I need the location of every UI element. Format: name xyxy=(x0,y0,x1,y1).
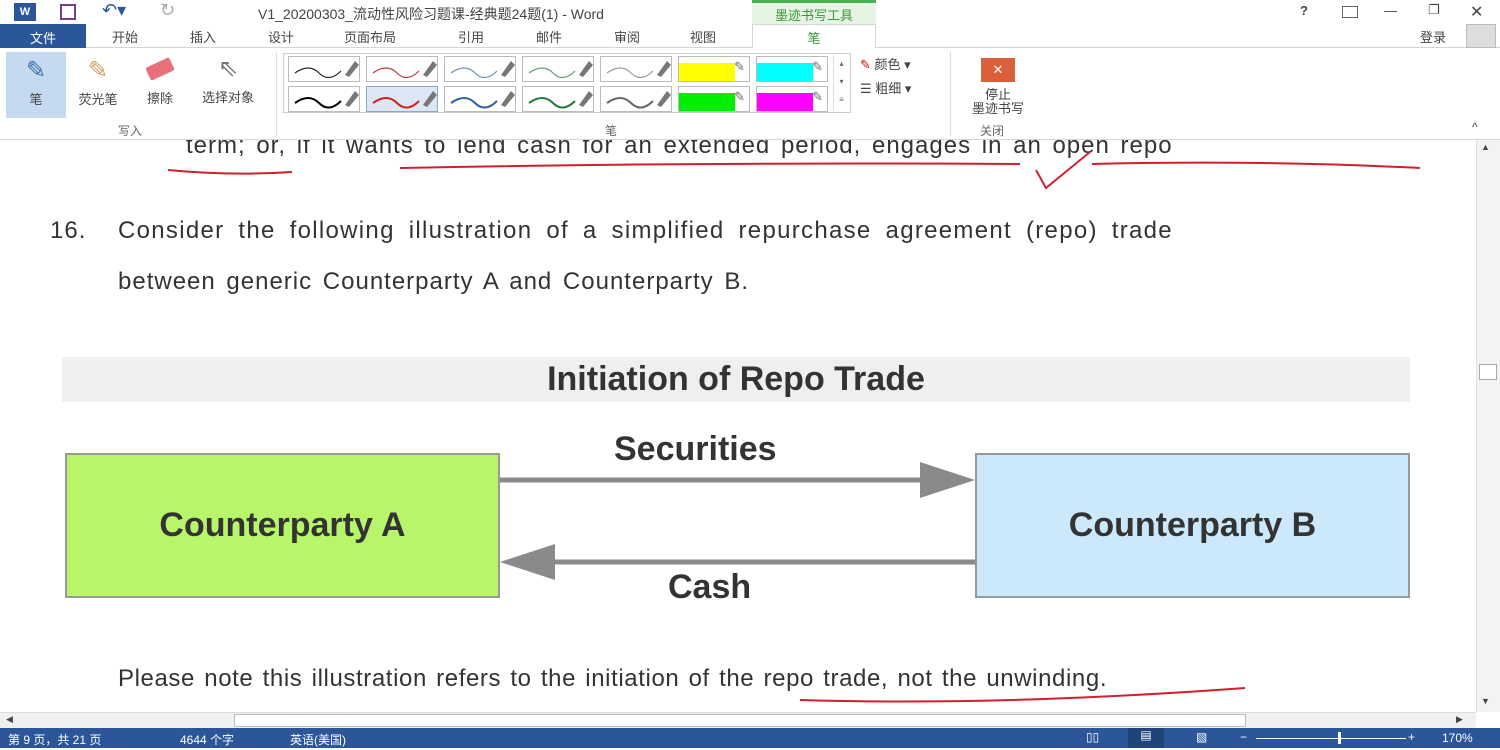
web-layout-icon[interactable]: ▧ xyxy=(1196,730,1208,744)
question-line-2: between generic Counterparty A and Count… xyxy=(118,268,750,295)
question-line-1: Consider the following illustration of a… xyxy=(118,217,1173,244)
stop-inking-button[interactable]: ✕ 停止 墨迹书写 xyxy=(958,56,1038,116)
close-x-icon: ✕ xyxy=(981,58,1015,82)
pen-preset[interactable] xyxy=(444,86,516,112)
highlighter-preset[interactable]: ✎ xyxy=(756,86,828,112)
page-count[interactable]: 第 9 页，共 21 页 xyxy=(8,733,102,747)
scroll-thumb[interactable] xyxy=(1479,364,1497,380)
highlighter-preset[interactable]: ✎ xyxy=(678,86,750,112)
counterparty-b-box: Counterparty B xyxy=(975,453,1410,598)
divider xyxy=(276,52,277,136)
scroll-left-arrow[interactable]: ◀ xyxy=(6,714,13,724)
minimize-button[interactable]: — xyxy=(1384,3,1397,18)
tab-insert[interactable]: 插入 xyxy=(190,30,217,45)
print-layout-icon[interactable]: ▤ xyxy=(1128,728,1164,748)
pen-color-dropdown[interactable]: ✎ 颜色 ▾ xyxy=(860,57,911,72)
diagram-title: Initiation of Repo Trade xyxy=(62,357,1410,402)
securities-arrowhead xyxy=(920,462,975,498)
weight-icon: ☰ xyxy=(860,81,872,96)
close-button[interactable]: ✕ xyxy=(1470,4,1484,21)
pen-tool-button[interactable]: ✎ 笔 xyxy=(6,52,66,118)
group-label-write: 写入 xyxy=(118,124,143,138)
zoom-slider-thumb[interactable] xyxy=(1338,732,1341,744)
scroll-right-arrow[interactable]: ▶ xyxy=(1456,714,1463,724)
status-bar: 第 9 页，共 21 页 4644 个字 英语(美国) ▯▯ ▤ ▧ − + 1… xyxy=(0,728,1500,748)
pen-color-icon: ✎ xyxy=(860,57,871,72)
ribbon-tabs: 文件 开始 插入 设计 页面布局 引用 邮件 审阅 视图 笔 登录 xyxy=(0,24,1500,49)
tab-mailings[interactable]: 邮件 xyxy=(536,30,563,45)
tab-home[interactable]: 开始 xyxy=(112,30,139,45)
horizontal-scrollbar[interactable]: ◀ ▶ xyxy=(0,712,1476,728)
eraser-tool-button[interactable]: 擦除 xyxy=(136,52,184,107)
tab-review[interactable]: 审阅 xyxy=(614,30,641,45)
tab-pen[interactable]: 笔 xyxy=(752,24,876,49)
document-page[interactable]: term; or, if it wants to lend cash for a… xyxy=(0,140,1476,712)
pen-preset[interactable] xyxy=(600,56,672,82)
collapse-ribbon-button[interactable]: ^ xyxy=(1472,120,1478,134)
ribbon-display-icon[interactable] xyxy=(1342,6,1358,18)
tab-file[interactable]: 文件 xyxy=(0,24,86,48)
scroll-down-arrow[interactable]: ▼ xyxy=(1481,696,1490,706)
cash-arrowhead xyxy=(500,544,555,580)
ribbon: ✎ 笔 ✎ 荧光笔 擦除 ⇖ 选择对象 写入 ✎✎✎✎▴▾≡ 笔 ✎ 颜色 ▾ … xyxy=(0,48,1500,140)
help-button[interactable]: ? xyxy=(1300,3,1308,18)
pen-preset[interactable] xyxy=(600,86,672,112)
note-paragraph: Please note this illustration refers to … xyxy=(118,665,1108,692)
redo-icon[interactable]: ↻ xyxy=(160,0,176,20)
language[interactable]: 英语(美国) xyxy=(290,733,346,747)
restore-button[interactable]: ❐ xyxy=(1428,2,1440,17)
highlighter-icon: ✎ xyxy=(87,57,109,84)
tab-design[interactable]: 设计 xyxy=(268,30,295,45)
tab-view[interactable]: 视图 xyxy=(690,30,717,45)
zoom-slider[interactable] xyxy=(1256,738,1406,739)
select-objects-button[interactable]: ⇖ 选择对象 xyxy=(190,52,266,106)
sign-in-link[interactable]: 登录 xyxy=(1420,30,1447,45)
counterparty-a-box: Counterparty A xyxy=(65,453,500,598)
cash-label: Cash xyxy=(668,568,752,606)
gallery-scroll[interactable]: ▴▾≡ xyxy=(833,55,849,111)
group-label-close: 关闭 xyxy=(980,124,1005,138)
pen-gallery: ✎✎✎✎▴▾≡ xyxy=(283,53,851,113)
pen-preset[interactable] xyxy=(288,56,360,82)
question-number: 16. xyxy=(50,217,87,244)
previous-paragraph-line: term; or, if it wants to lend cash for a… xyxy=(186,140,1173,159)
zoom-in-button[interactable]: + xyxy=(1408,730,1416,744)
horizontal-scroll-thumb[interactable] xyxy=(234,714,1246,727)
contextual-tab-ink-tools: 墨迹书写工具 xyxy=(752,0,876,24)
ink-annotations xyxy=(167,151,1421,703)
window-title: V1_20200303_流动性风险习题课-经典题24题(1) - Word xyxy=(258,6,604,22)
tab-layout[interactable]: 页面布局 xyxy=(344,30,397,45)
pen-weight-dropdown[interactable]: ☰ 粗细 ▾ xyxy=(860,81,912,96)
eraser-icon xyxy=(145,57,175,81)
pen-preset[interactable] xyxy=(522,86,594,112)
pen-preset[interactable] xyxy=(366,56,438,82)
undo-icon[interactable]: ↶▾ xyxy=(102,0,127,20)
pen-preset[interactable] xyxy=(444,56,516,82)
highlighter-preset[interactable]: ✎ xyxy=(756,56,828,82)
zoom-level[interactable]: 170% xyxy=(1442,731,1473,745)
title-bar: W ↶▾ ↻ V1_20200303_流动性风险习题课-经典题24题(1) - … xyxy=(0,0,1500,24)
word-count[interactable]: 4644 个字 xyxy=(180,733,235,747)
flow-arrows xyxy=(500,462,975,580)
word-icon: W xyxy=(14,3,36,21)
divider xyxy=(950,52,951,136)
highlighter-preset[interactable]: ✎ xyxy=(678,56,750,82)
securities-label: Securities xyxy=(614,430,777,468)
scroll-up-arrow[interactable]: ▲ xyxy=(1481,142,1490,152)
pen-icon: ✎ xyxy=(25,57,47,84)
pen-preset[interactable] xyxy=(522,56,594,82)
save-icon[interactable] xyxy=(60,4,76,20)
highlighter-tool-button[interactable]: ✎ 荧光笔 xyxy=(70,52,126,108)
pen-preset[interactable] xyxy=(366,86,438,112)
tab-references[interactable]: 引用 xyxy=(458,30,485,45)
vertical-scrollbar[interactable]: ▲ ▼ xyxy=(1476,140,1500,712)
cursor-icon: ⇖ xyxy=(217,55,239,82)
read-mode-icon[interactable]: ▯▯ xyxy=(1086,730,1100,744)
pen-preset[interactable] xyxy=(288,86,360,112)
zoom-out-button[interactable]: − xyxy=(1240,730,1248,744)
group-label-pens: 笔 xyxy=(605,124,618,138)
avatar xyxy=(1466,24,1496,48)
